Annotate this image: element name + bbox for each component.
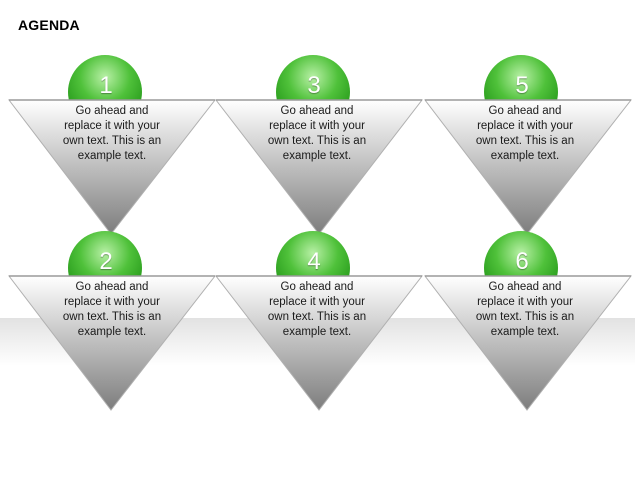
slide-title: AGENDA: [18, 17, 80, 33]
agenda-item-graphic: [7, 231, 217, 411]
agenda-item-graphic: [214, 231, 424, 411]
agenda-item-graphic: [214, 55, 424, 235]
item-number: 1: [99, 72, 113, 99]
agenda-item-1[interactable]: 1 Go ahead and replace it with your own …: [7, 55, 217, 235]
item-text: Go ahead and replace it with your own te…: [62, 281, 162, 338]
agenda-item-4[interactable]: 4 Go ahead and replace it with your own …: [214, 231, 424, 411]
item-number: 4: [307, 248, 321, 275]
agenda-item-5[interactable]: 5 Go ahead and replace it with your own …: [423, 55, 633, 235]
item-text: Go ahead and replace it with your own te…: [62, 105, 162, 162]
item-number: 5: [515, 72, 529, 99]
agenda-item-graphic: [423, 55, 633, 235]
item-number: 6: [515, 248, 529, 275]
item-text: Go ahead and replace it with your own te…: [475, 281, 575, 338]
agenda-item-graphic: [423, 231, 633, 411]
agenda-item-2[interactable]: 2 Go ahead and replace it with your own …: [7, 231, 217, 411]
agenda-item-3[interactable]: 3 Go ahead and replace it with your own …: [214, 55, 424, 235]
agenda-item-graphic: [7, 55, 217, 235]
item-text: Go ahead and replace it with your own te…: [267, 281, 367, 338]
item-text: Go ahead and replace it with your own te…: [267, 105, 367, 162]
item-number: 3: [307, 72, 321, 99]
item-number: 2: [99, 248, 113, 275]
agenda-item-6[interactable]: 6 Go ahead and replace it with your own …: [423, 231, 633, 411]
item-text: Go ahead and replace it with your own te…: [475, 105, 575, 162]
